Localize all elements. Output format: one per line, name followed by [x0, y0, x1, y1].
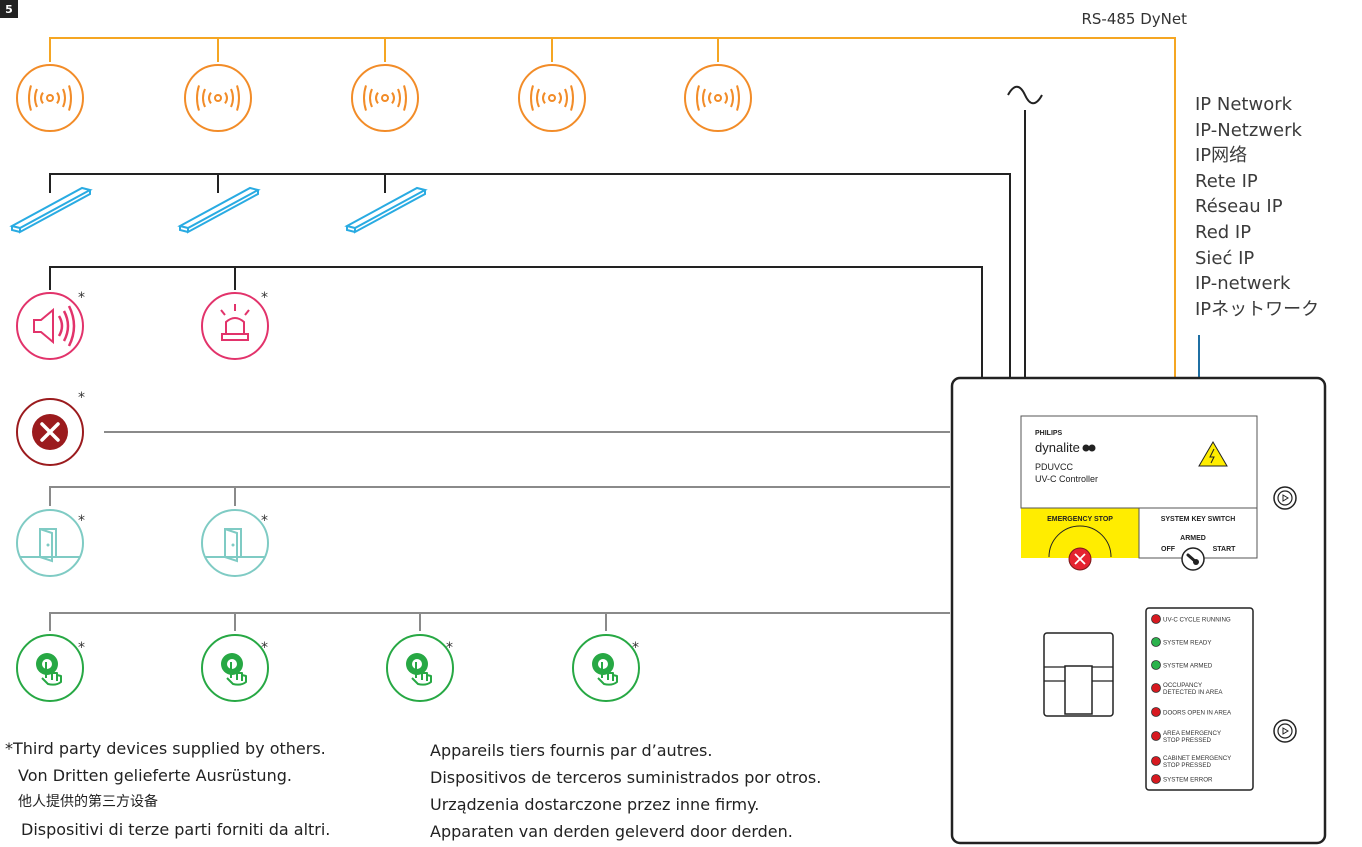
dynet-bus — [49, 37, 1176, 378]
third-party-marker: * — [261, 513, 268, 529]
luminaire-row — [9, 186, 428, 234]
beacon-icon — [201, 292, 269, 360]
key-position-start: START — [1213, 546, 1237, 553]
indicator-led-icon — [1151, 707, 1161, 717]
indicator-led-icon — [1151, 637, 1161, 647]
indicator-led-icon — [1151, 756, 1161, 766]
warning-icon — [1198, 441, 1228, 467]
isolator-switch-icon — [1043, 632, 1114, 717]
input-circuits — [49, 431, 950, 631]
push-button-icon — [16, 634, 84, 702]
indicator-label: SYSTEM READY — [1163, 640, 1211, 647]
mains-supply — [1007, 85, 1043, 378]
indicator-led-icon — [1151, 683, 1161, 693]
ac-mains-icon — [1007, 85, 1043, 105]
footnote-line: Apparaten van derden geleverd door derde… — [430, 822, 793, 841]
estop-panel-label: EMERGENCY STOP — [1047, 516, 1113, 523]
indicator-label: CABINET EMERGENCY — [1163, 755, 1231, 762]
occupancy-sensor-icon — [16, 64, 84, 132]
footnote-line: Dispositivos de terceros suministrados p… — [430, 768, 822, 787]
key-switch-icon — [1181, 547, 1205, 571]
push-button-icon — [572, 634, 640, 702]
uvc-luminaire-icon — [9, 186, 93, 234]
push-button-icon — [201, 634, 269, 702]
footnote-line: Von Dritten gelieferte Ausrüstung. — [18, 766, 292, 785]
third-party-marker: * — [78, 390, 85, 406]
dynet-bus-label: RS-485 DyNet — [1081, 10, 1187, 28]
ip-network-label: IP-Netzwerk — [1195, 119, 1302, 141]
footnote-left: *Third party devices supplied by others.… — [5, 735, 330, 843]
product-line-label: dynalite — [1035, 440, 1080, 455]
dynalite-logo-icon — [1082, 444, 1096, 452]
third-party-marker: * — [261, 640, 268, 656]
ip-network-label: IP Network — [1195, 94, 1293, 115]
ip-network-label: IP网络 — [1195, 145, 1248, 167]
estop-guard — [1048, 525, 1112, 558]
ip-network-label: IPネットワーク — [1195, 298, 1320, 320]
indicator-label: UV-C CYCLE RUNNING — [1163, 617, 1231, 624]
indicator-led-icon — [1151, 774, 1161, 784]
key-position-armed: ARMED — [1180, 535, 1206, 542]
controller-enclosure: PHILIPS dynalite PDUVCC UV-C Controller … — [950, 376, 1327, 845]
lock-icon — [1273, 486, 1297, 510]
lock-icon — [1273, 719, 1297, 743]
indicator-label: SYSTEM ARMED — [1163, 663, 1213, 670]
door-contact-row — [16, 509, 269, 577]
indicator-label: STOP PRESSED — [1163, 737, 1211, 744]
occupancy-sensor-icon — [684, 64, 752, 132]
description-label: UV-C Controller — [1035, 474, 1098, 484]
indicator-label: SYSTEM ERROR — [1163, 777, 1213, 784]
ip-network-label: Sieć IP — [1195, 247, 1255, 269]
uvc-luminaire-icon — [344, 186, 428, 234]
third-party-marker: * — [632, 640, 639, 656]
footnote-line: Dispositivi di terze parti forniti da al… — [21, 820, 331, 839]
footnote-line: Urządzenia dostarczone przez inne firmy. — [430, 795, 760, 814]
push-button-row — [16, 634, 640, 702]
emergency-stop-icon — [16, 398, 84, 466]
luminaire-circuit — [49, 173, 1011, 378]
indicator-led-icon — [1151, 660, 1161, 670]
occupancy-sensor-icon — [184, 64, 252, 132]
third-party-marker: * — [78, 640, 85, 656]
third-party-marker: * — [261, 290, 268, 306]
third-party-marker: * — [446, 640, 453, 656]
sounder-icon — [16, 292, 84, 360]
occupancy-sensor-icon — [518, 64, 586, 132]
ip-network-label: Rete IP — [1195, 170, 1258, 192]
brand-label: PHILIPS — [1035, 430, 1063, 437]
uvc-luminaire-icon — [177, 186, 261, 234]
footnote-right: Appareils tiers fournis par d’autres. Di… — [430, 737, 821, 845]
indicator-label: DOORS OPEN IN AREA — [1163, 710, 1232, 717]
indicator-label: STOP PRESSED — [1163, 762, 1211, 769]
footnote-line: Appareils tiers fournis par d’autres. — [430, 741, 713, 760]
key-position-off: OFF — [1161, 546, 1176, 553]
footnote-line: *Third party devices supplied by others. — [5, 739, 326, 758]
key-switch-label: SYSTEM KEY SWITCH — [1161, 516, 1236, 523]
indicator-label: DETECTED IN AREA — [1163, 689, 1223, 696]
alarm-circuit — [49, 266, 983, 378]
footnote-line: 他人提供的第三方设备 — [18, 794, 158, 810]
occupancy-sensor-icon — [351, 64, 419, 132]
cabinet-estop-button-icon — [1068, 547, 1092, 571]
sensor-row — [16, 64, 752, 132]
indicator-led-icon — [1151, 731, 1161, 741]
indicator-led-icon — [1151, 614, 1161, 624]
indicator-list: UV-C CYCLE RUNNING SYSTEM READY SYSTEM ARM… — [1151, 614, 1232, 784]
ip-network-label: IP-netwerk — [1195, 273, 1291, 295]
indicator-label: AREA EMERGENCY — [1163, 730, 1221, 737]
model-label: PDUVCC — [1035, 462, 1074, 472]
ip-network-label: Red IP — [1195, 221, 1252, 243]
door-contact-icon — [16, 509, 84, 577]
indicator-label: OCCUPANCY — [1163, 682, 1202, 689]
page-number: 5 — [0, 0, 18, 18]
third-party-marker: * — [78, 513, 85, 529]
push-button-icon — [386, 634, 454, 702]
door-contact-icon — [201, 509, 269, 577]
third-party-marker: * — [78, 290, 85, 306]
ip-network-label: Réseau IP — [1195, 196, 1283, 218]
